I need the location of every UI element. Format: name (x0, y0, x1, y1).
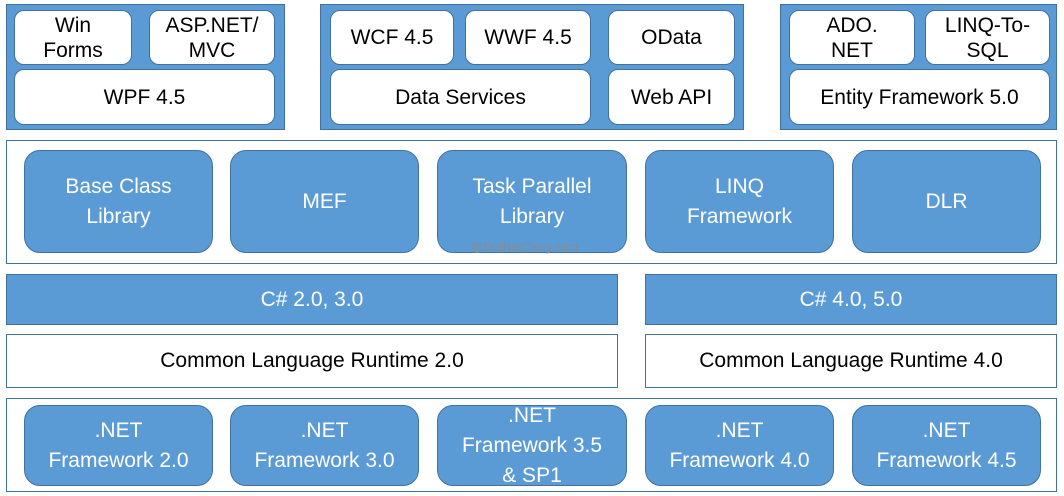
watermark: @DotNetCurry.com (471, 240, 579, 254)
library-base-class: Base Class Library (24, 150, 213, 253)
csharp-4-5-bar: C# 4.0, 5.0 (645, 274, 1057, 325)
entity-framework-box: Entity Framework 5.0 (789, 69, 1050, 125)
wwf-box: WWF 4.5 (465, 10, 591, 65)
library-mef: MEF (230, 150, 419, 253)
clr-4-bar: Common Language Runtime 4.0 (645, 334, 1057, 388)
framework-3-0: .NET Framework 3.0 (230, 405, 419, 486)
library-task-parallel: Task Parallel Library (437, 150, 627, 253)
framework-2-0: .NET Framework 2.0 (24, 405, 213, 486)
asp-net-mvc-box: ASP.NET/ MVC (149, 10, 275, 65)
win-forms-box: Win Forms (14, 10, 132, 65)
linq-to-sql-box: LINQ-To- SQL (925, 10, 1050, 65)
library-linq-framework: LINQ Framework (645, 150, 834, 253)
library-dlr: DLR (852, 150, 1041, 253)
data-services-box: Data Services (330, 69, 591, 125)
ado-net-box: ADO. NET (789, 10, 915, 65)
web-api-box: Web API (608, 69, 735, 125)
wpf-box: WPF 4.5 (14, 69, 275, 125)
framework-3-5-sp1: .NET Framework 3.5 & SP1 (437, 404, 627, 487)
wcf-box: WCF 4.5 (330, 10, 454, 65)
odata-box: OData (608, 10, 735, 65)
framework-4-5: .NET Framework 4.5 (852, 405, 1041, 486)
clr-2-bar: Common Language Runtime 2.0 (6, 334, 618, 388)
framework-4-0: .NET Framework 4.0 (645, 405, 834, 486)
csharp-2-3-bar: C# 2.0, 3.0 (6, 274, 618, 325)
